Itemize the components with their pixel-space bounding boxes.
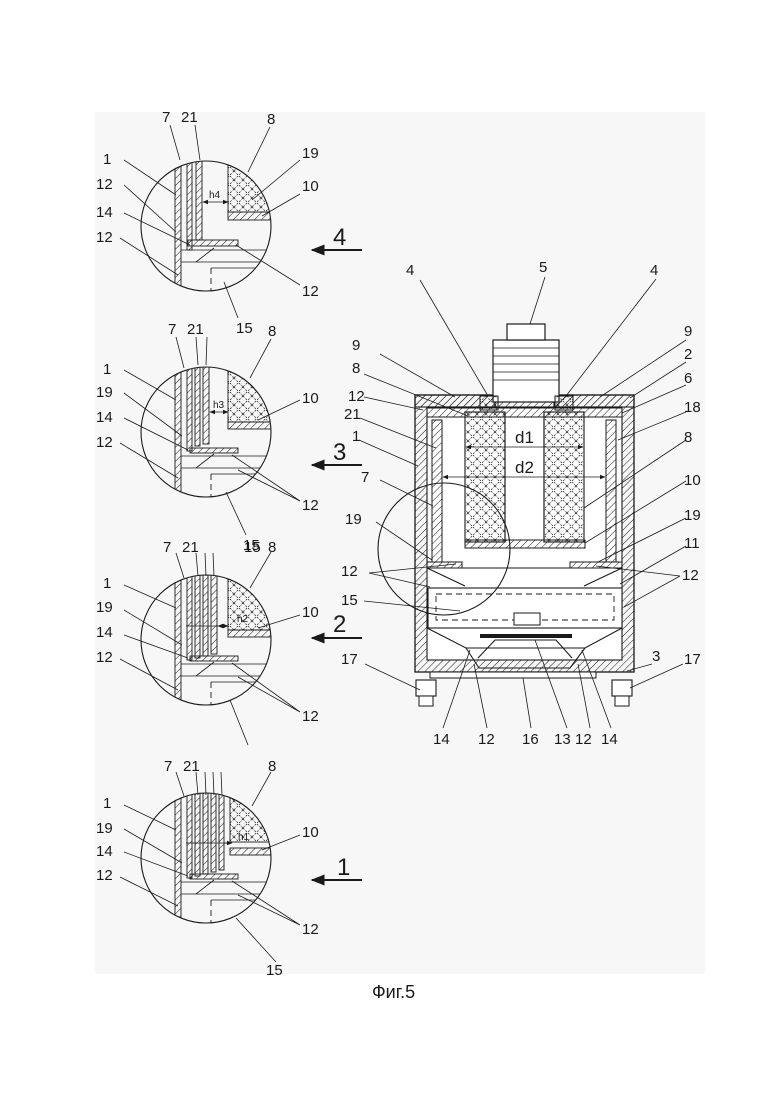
label-14-bottom-left: 14 xyxy=(433,731,450,748)
detail4-label-21: 21 xyxy=(181,109,198,126)
detail1-label-12b: 12 xyxy=(302,921,319,938)
detail3-label-19: 19 xyxy=(96,384,113,401)
detail1-label-1: 1 xyxy=(103,795,111,812)
label-8-top: 8 xyxy=(352,360,360,377)
detail3-label-10: 10 xyxy=(302,390,319,407)
dim-h2: h2 xyxy=(237,614,249,625)
dim-h1: h1 xyxy=(238,832,250,843)
step-indicator-4: 4 xyxy=(333,224,346,251)
label-17-right: 17 xyxy=(684,651,701,668)
nozzle-cap xyxy=(507,324,545,340)
detail1-label-12a: 12 xyxy=(96,867,113,884)
detail3-label-8: 8 xyxy=(268,323,276,340)
label-3: 3 xyxy=(652,648,660,665)
step-indicator-1: 1 xyxy=(337,854,350,881)
detail4-label-14: 14 xyxy=(96,204,113,221)
detail2-label-7: 7 xyxy=(163,539,171,556)
detail3-label-14: 14 xyxy=(96,409,113,426)
detail1-label-7: 7 xyxy=(164,758,172,775)
label-19-right: 19 xyxy=(684,507,701,524)
detail3-label-7: 7 xyxy=(168,321,176,338)
dim-d2: d2 xyxy=(515,458,534,477)
detail4-label-19: 19 xyxy=(302,145,319,162)
detail4-label-12b: 12 xyxy=(96,229,113,246)
label-10: 10 xyxy=(684,472,701,489)
label-2: 2 xyxy=(684,346,692,363)
label-12-bottom-right: 12 xyxy=(575,731,592,748)
detail2-label-12b: 12 xyxy=(302,708,319,725)
label-5: 5 xyxy=(539,259,547,276)
detail4-label-15: 15 xyxy=(236,320,253,337)
step-indicator-2: 2 xyxy=(333,611,346,638)
label-13: 13 xyxy=(554,731,571,748)
step-indicator-3: 3 xyxy=(333,439,346,466)
label-16: 16 xyxy=(522,731,539,748)
detail3-label-12b: 12 xyxy=(302,497,319,514)
label-12-top: 12 xyxy=(348,388,365,405)
label-12-bottom-left: 12 xyxy=(478,731,495,748)
label-17-left: 17 xyxy=(341,651,358,668)
label-1: 1 xyxy=(352,428,360,445)
dim-h3: h3 xyxy=(213,400,225,411)
dim-d1: d1 xyxy=(515,428,534,447)
label-4-left: 4 xyxy=(406,262,414,279)
label-7: 7 xyxy=(361,469,369,486)
detail3-label-12a: 12 xyxy=(96,434,113,451)
label-21: 21 xyxy=(344,406,361,423)
label-12-left: 12 xyxy=(341,563,358,580)
detail2-label-19: 19 xyxy=(96,599,113,616)
detail4-label-1: 1 xyxy=(103,151,111,168)
detail3-label-1: 1 xyxy=(103,361,111,378)
detail2-label-21: 21 xyxy=(182,539,199,556)
detail2-label-15-top: 15 xyxy=(244,539,261,556)
detail1-label-8: 8 xyxy=(268,758,276,775)
detail4-label-10: 10 xyxy=(302,178,319,195)
detail1-label-10: 10 xyxy=(302,824,319,841)
dim-h4: h4 xyxy=(209,190,221,201)
nozzle xyxy=(493,340,559,402)
label-11: 11 xyxy=(684,535,700,552)
detail1-label-21: 21 xyxy=(183,758,200,775)
label-14-bottom-right: 14 xyxy=(601,731,618,748)
detail4-label-7: 7 xyxy=(162,109,170,126)
detail1-label-14: 14 xyxy=(96,843,113,860)
label-6: 6 xyxy=(684,370,692,387)
detail4-label-12a: 12 xyxy=(96,176,113,193)
detail2-label-14: 14 xyxy=(96,624,113,641)
detail2-label-8: 8 xyxy=(268,539,276,556)
label-9-left: 9 xyxy=(352,337,360,354)
detail2-label-12a: 12 xyxy=(96,649,113,666)
label-18: 18 xyxy=(684,399,701,416)
plate-13 xyxy=(480,634,572,638)
label-15: 15 xyxy=(341,592,358,609)
figure-caption: Фиг.5 xyxy=(372,982,415,1002)
label-19-left: 19 xyxy=(345,511,362,528)
label-4-right: 4 xyxy=(650,262,658,279)
label-8-right: 8 xyxy=(684,429,692,446)
detail1-label-15: 15 xyxy=(266,962,283,979)
detail2-label-10: 10 xyxy=(302,604,319,621)
detail3-label-21: 21 xyxy=(187,321,204,338)
detail4-label-8: 8 xyxy=(267,111,275,128)
label-9-right: 9 xyxy=(684,323,692,340)
detail2-label-1: 1 xyxy=(103,575,111,592)
label-12-right: 12 xyxy=(682,567,699,584)
detail1-label-19: 19 xyxy=(96,820,113,837)
detail4-label-12c: 12 xyxy=(302,283,319,300)
